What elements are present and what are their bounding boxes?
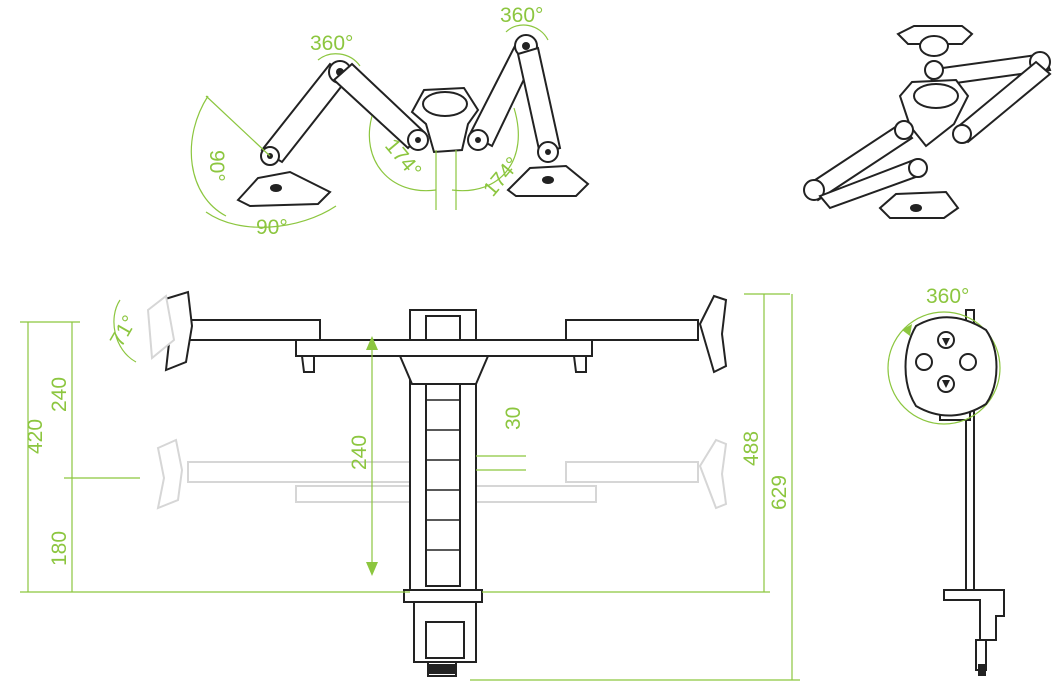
side-clamp (943, 589, 1005, 641)
right-monitor-head (698, 294, 728, 374)
dim-71-degrees: 71° (106, 312, 142, 351)
dim-488: 488 (740, 431, 763, 466)
ghost-lowered-position (156, 438, 728, 510)
dim-30: 30 (502, 407, 525, 430)
right-lower-arm (516, 46, 562, 156)
pole-notches (426, 399, 460, 551)
top-view-arms (236, 34, 590, 208)
label-90-vertical: 90° (205, 150, 228, 182)
label-360-right: 360° (500, 4, 543, 27)
dim-240-left: 240 (48, 377, 71, 412)
dim-180: 180 (48, 531, 71, 566)
front-view (146, 290, 728, 677)
perspective-view (803, 25, 1052, 219)
top-plate (896, 25, 974, 45)
label-360-side: 360° (926, 285, 969, 308)
dim-240-center: 240 (348, 435, 371, 470)
crossbar (295, 339, 593, 357)
left-arm (187, 319, 321, 341)
left-base-plate (236, 170, 332, 208)
base-plate (403, 589, 483, 603)
right-arm (565, 319, 699, 341)
vesa-plate (904, 316, 998, 417)
dim-629: 629 (768, 475, 791, 510)
collar (398, 355, 490, 385)
dim-420: 420 (24, 419, 47, 454)
label-360-left: 360° (310, 32, 353, 55)
label-90-bottom: 90° (256, 216, 288, 239)
side-view: 360° (887, 285, 1005, 676)
